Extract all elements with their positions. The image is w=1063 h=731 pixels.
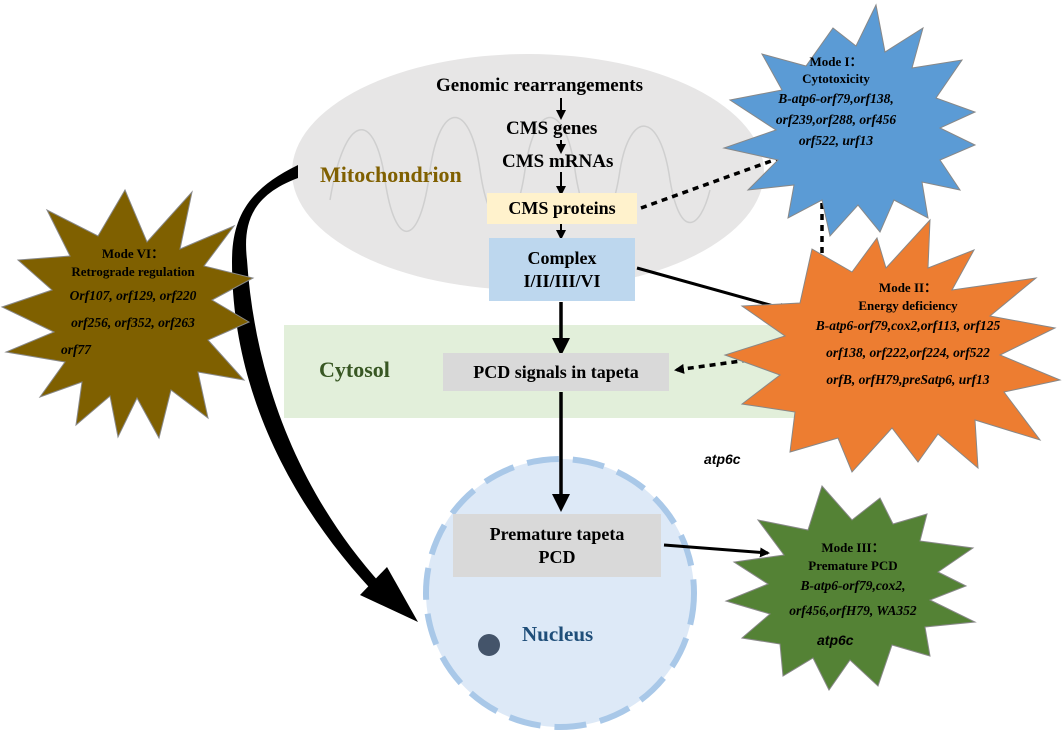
mode2-genes-line1: B-atp6-orf79,cox2,orf113, orf125: [815, 318, 1001, 334]
mode6-genes-line2: orf256, orf352, orf263: [71, 315, 195, 331]
mode2-star: [723, 218, 1062, 473]
complex-label-line1: Complex: [527, 248, 597, 268]
pcd-signals-label: PCD signals in tapeta: [473, 361, 639, 382]
step-cms-mrnas: CMS mRNAs: [502, 151, 614, 172]
mode1-genes-line1: B-atp6-orf79,orf138,: [778, 91, 894, 107]
mode3-title: Mode III：: [821, 540, 885, 555]
step-cms-genes: CMS genes: [506, 118, 598, 139]
mode1-genes-line3: orf522, urf13: [798, 133, 874, 149]
mitochondrion-cristae: [329, 116, 711, 232]
nucleolus: [478, 634, 500, 656]
mode2-text: Mode II： Energy deficiency B-atp6-orf79,…: [778, 278, 1038, 391]
cms-proteins-box: CMS proteins: [487, 193, 637, 224]
mode6-star: [0, 188, 255, 440]
arrow-premature-to-mode3: [663, 543, 770, 558]
mode1-genes-line2: orf239,orf288, orf456: [775, 112, 897, 128]
cms-proteins-label: CMS proteins: [508, 198, 616, 219]
mode1-star: [722, 3, 977, 238]
retrograde-arrowhead: [360, 567, 418, 622]
pcd-signals-box: PCD signals in tapeta: [443, 353, 669, 391]
dotted-arrow-proteins-to-mode1: [640, 154, 787, 210]
mode2-genes-line2: orf138, orf222,orf224, orf522: [826, 345, 990, 361]
floating-atp6c-label: atp6c: [704, 451, 741, 467]
mode3-genes-line2: orf456,orfH79, WA352: [789, 603, 917, 619]
arrow-complex-to-mode2: [636, 266, 790, 313]
mode2-genes-line3: orfB, orfH79,preSatp6, urf13: [826, 372, 990, 388]
step-genomic-rearrangements: Genomic rearrangements: [436, 75, 644, 96]
mode6-subtitle: Retrograde regulation: [71, 264, 195, 280]
complex-label-line2: I/II/III/VI: [523, 270, 601, 291]
premature-tapeta-box: Premature tapeta PCD: [453, 514, 661, 577]
mitochondrion-label: Mitochondrion: [320, 162, 462, 187]
mode3-genes-line1: B-atp6-orf79,cox2,: [800, 578, 906, 594]
premature-label-line1: Premature tapeta: [489, 524, 625, 544]
retrograde-curved-arrow: [232, 165, 392, 605]
mode3-subtitle: Premature PCD: [808, 558, 898, 574]
mode3-star: [724, 485, 977, 691]
mode3-text: Mode III： Premature PCD B-atp6-orf79,cox…: [778, 538, 928, 622]
complex-box: Complex I/II/III/VI: [489, 238, 635, 301]
mode3-atp6c-label: atp6c: [817, 632, 854, 648]
mode6-title: Mode VI：: [101, 246, 165, 261]
mode2-title: Mode II：: [878, 280, 938, 295]
mode1-subtitle: Cytotoxicity: [802, 71, 870, 87]
mode1-text: Mode I： Cytotoxicity B-atp6-orf79,orf138…: [756, 52, 916, 152]
cytosol-label: Cytosol: [319, 357, 390, 382]
mode6-genes-line1: Orf107, orf129, orf220: [69, 288, 197, 304]
premature-label-line2: PCD: [538, 546, 576, 567]
mode6-genes-line3: orf77: [61, 342, 91, 358]
mode6-text: Mode VI： Retrograde regulation Orf107, o…: [53, 244, 213, 361]
nucleus-label: Nucleus: [522, 622, 594, 646]
mode2-subtitle: Energy deficiency: [858, 298, 958, 314]
mode1-title: Mode I：: [809, 54, 863, 69]
